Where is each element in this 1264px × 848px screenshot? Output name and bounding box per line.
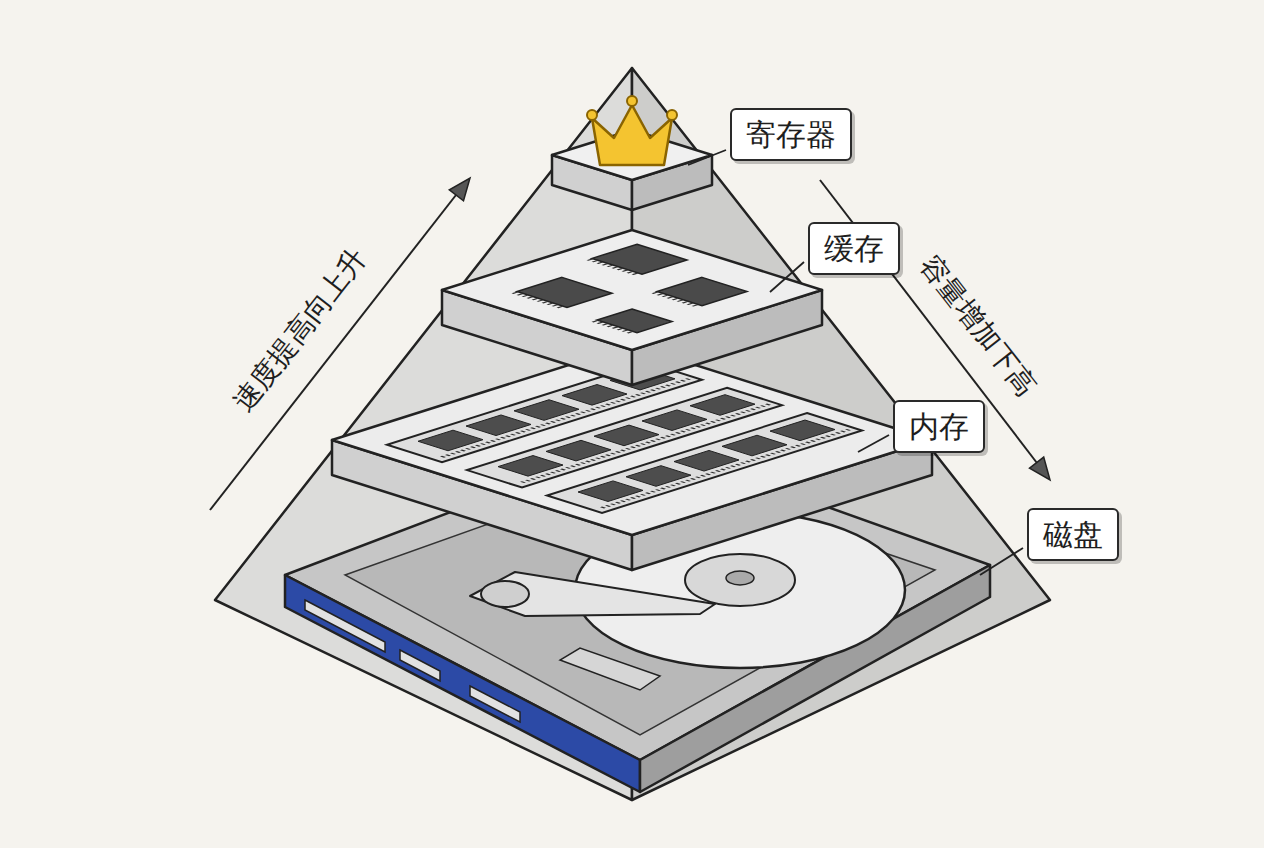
- crown-gem: [667, 110, 677, 120]
- leader-lines: [688, 150, 1023, 575]
- leader-line: [770, 262, 804, 292]
- callout-box: 寄存器: [730, 108, 852, 161]
- disk-bracket: [560, 648, 660, 690]
- chip: [657, 277, 747, 305]
- disk-connector: [400, 650, 440, 681]
- crown-gem: [627, 96, 637, 106]
- slab-top: [442, 230, 822, 350]
- chip: [517, 277, 612, 307]
- chip: [597, 309, 672, 333]
- callout-text: 磁盘: [1043, 515, 1103, 554]
- arrow-head: [449, 178, 470, 201]
- disk-connector: [470, 686, 520, 722]
- callout-text: 寄存器: [746, 115, 836, 154]
- ram-modules: [387, 362, 862, 513]
- disk-arm: [470, 572, 715, 616]
- callout-box: 磁盘: [1027, 508, 1119, 561]
- disk-pivot: [481, 581, 529, 607]
- arrow-line: [210, 195, 456, 510]
- arrow-head: [1030, 457, 1051, 480]
- crown-icon: [592, 105, 672, 165]
- ram-pins: [439, 379, 849, 509]
- chip-pins: [494, 259, 729, 333]
- callout-box: 内存: [893, 400, 985, 453]
- cache-chips: [494, 244, 777, 333]
- callout-text: 缓存: [824, 229, 884, 268]
- leader-line: [980, 548, 1023, 575]
- leader-line: [688, 150, 726, 165]
- register-layer: [552, 96, 712, 210]
- crown-gem: [587, 110, 597, 120]
- ram-chips: [418, 369, 835, 501]
- disk-spindle: [726, 571, 754, 585]
- disk-hub: [685, 554, 795, 606]
- ram-stick: [547, 413, 862, 513]
- callout-text: 内存: [909, 407, 969, 446]
- chip: [592, 244, 687, 274]
- callout-box: 缓存: [808, 222, 900, 275]
- disk-connector: [305, 600, 385, 652]
- leader-line: [858, 435, 889, 452]
- speed-arrow: [210, 178, 470, 510]
- cache-layer: [442, 230, 822, 385]
